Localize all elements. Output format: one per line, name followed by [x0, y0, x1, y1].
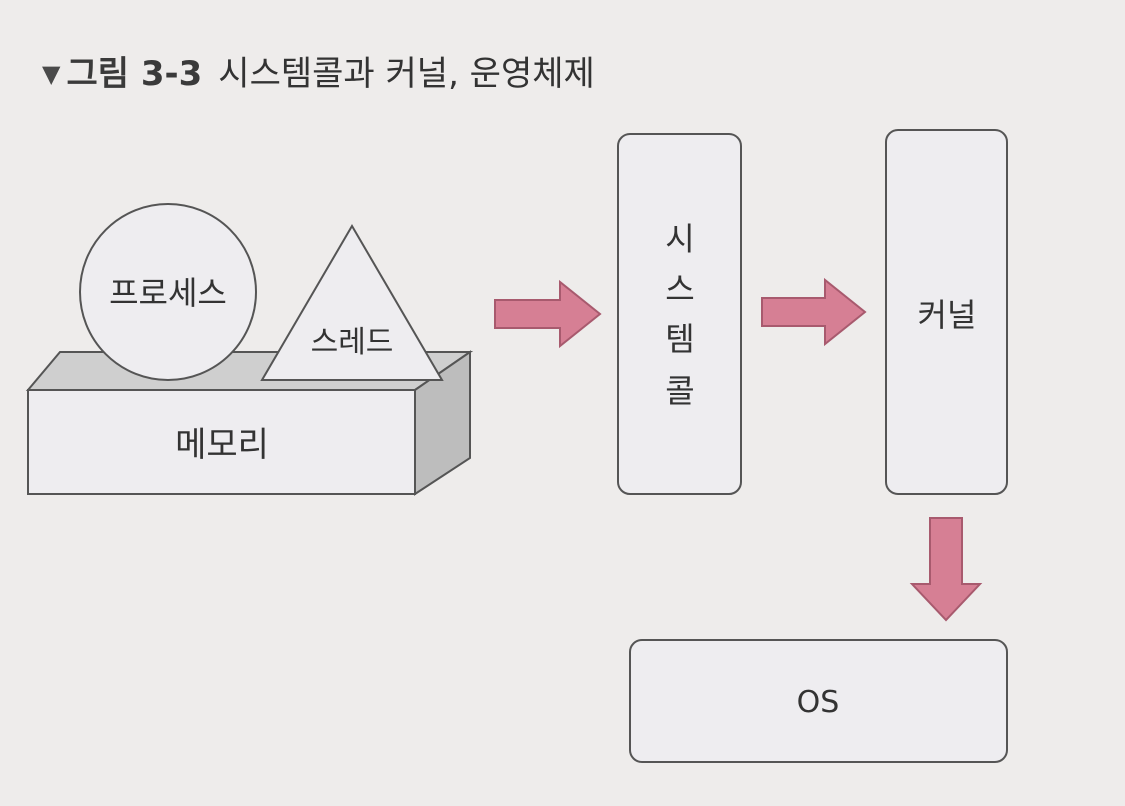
process-label: 프로세스	[109, 274, 227, 312]
system-call-char-1: 시	[665, 220, 694, 258]
os-box: OS	[629, 639, 1008, 763]
system-call-char-2: 스	[665, 270, 694, 308]
memory-block-front	[27, 389, 416, 495]
kernel-label: 커널	[918, 296, 977, 334]
arrow-right-icon	[761, 277, 867, 347]
kernel-box-shape	[885, 129, 1008, 495]
thread-label: 스레드	[311, 325, 394, 360]
os-box-shape	[629, 639, 1008, 763]
arrow-down-icon	[909, 517, 983, 622]
os-label: OS	[797, 685, 840, 720]
figure-title: 시스템콜과 커널, 운영체제	[218, 54, 595, 94]
thread-triangle: 스레드	[260, 224, 444, 381]
caption-marker: ▼	[42, 60, 61, 88]
system-call-box: 시 스 템 콜	[617, 133, 742, 495]
kernel-box: 커널	[885, 129, 1008, 495]
system-call-char-4: 콜	[665, 372, 694, 410]
figure-caption: ▼그림 3-3 시스템콜과 커널, 운영체제	[42, 52, 595, 96]
thread-triangle-shape	[260, 224, 444, 381]
process-circle: 프로세스	[79, 203, 257, 381]
system-call-char-3: 템	[665, 320, 694, 358]
arrow-right-icon	[494, 279, 602, 349]
process-circle-shape	[79, 203, 257, 381]
memory-label: 메모리	[175, 425, 269, 465]
system-call-box-shape	[617, 133, 742, 495]
figure-number: 그림 3-3	[66, 54, 203, 94]
